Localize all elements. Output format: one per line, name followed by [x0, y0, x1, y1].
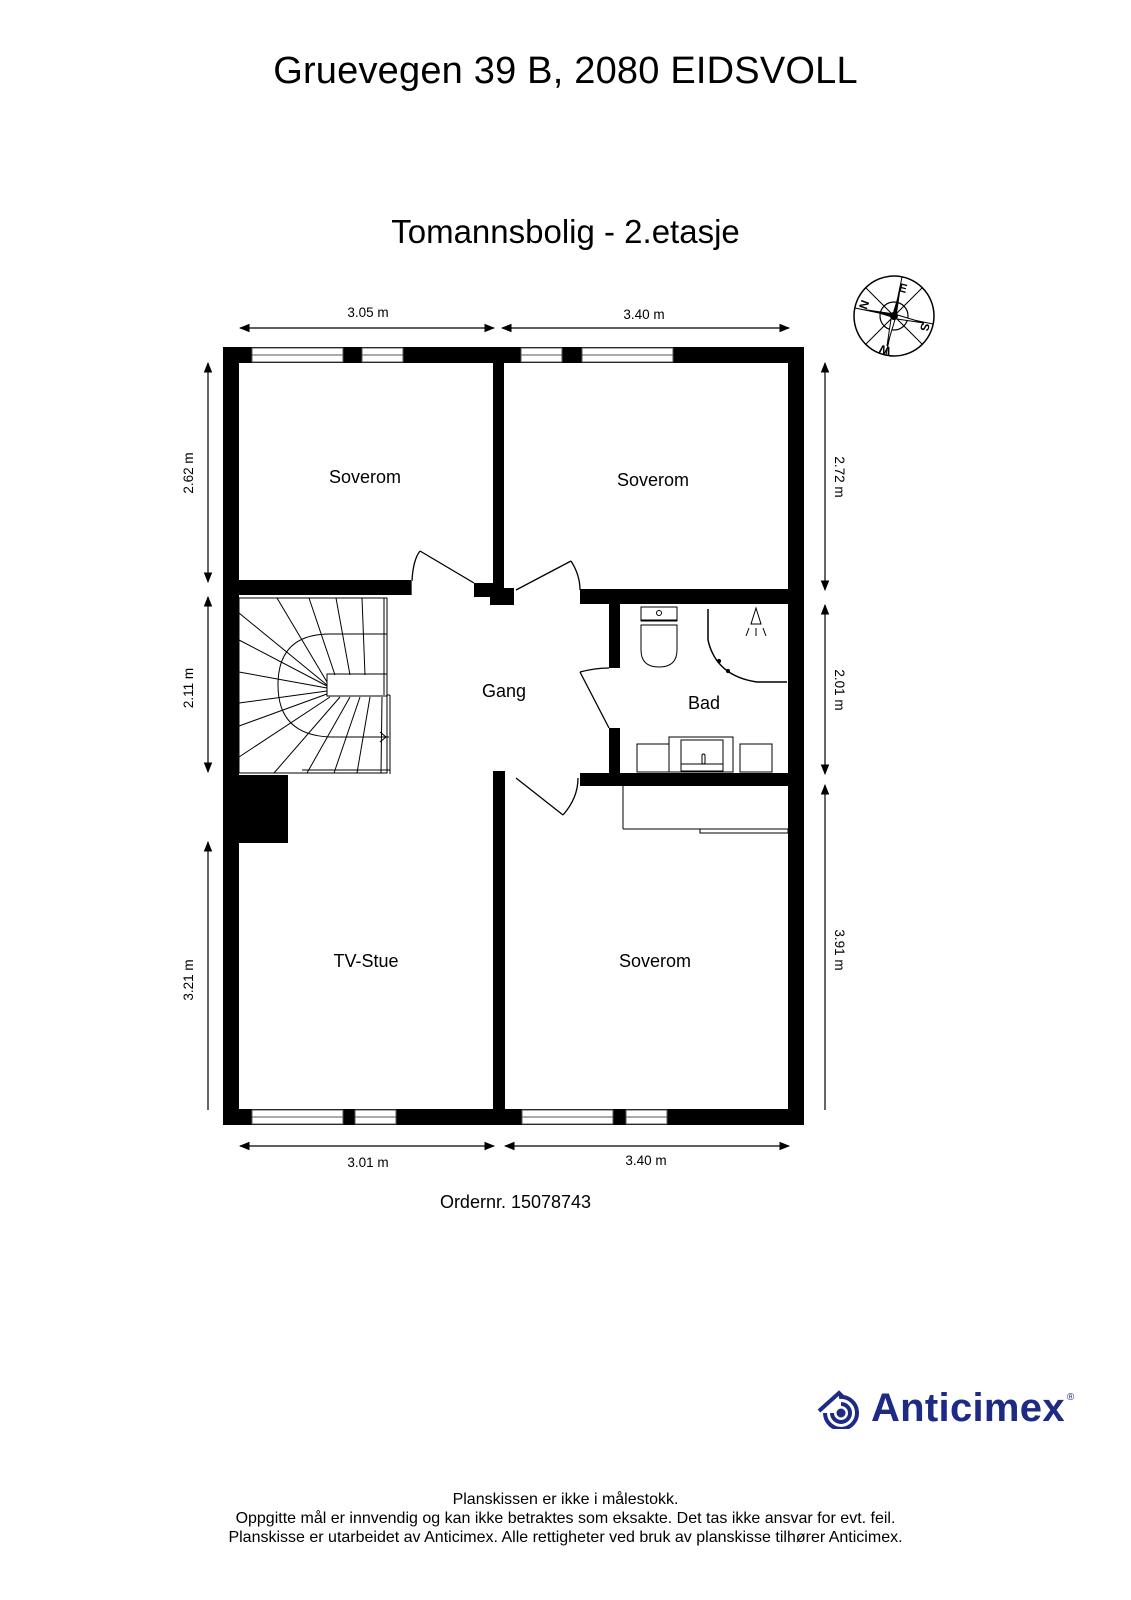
- dim-right-bottom: 3.91 m: [832, 929, 847, 970]
- windows: [251, 347, 674, 1125]
- room-label-hallway: Gang: [482, 681, 526, 701]
- disclaimer: Planskissen er ikke i målestokk. Oppgitt…: [0, 1490, 1131, 1547]
- dim-bottom-left: 3.01 m: [347, 1155, 388, 1170]
- plan-title: Tomannsbolig - 2.etasje: [391, 213, 740, 250]
- address-title: Gruevegen 39 B, 2080 EIDSVOLL: [273, 50, 858, 92]
- anticimex-logo-icon: [817, 1389, 859, 1429]
- shower-icon: [707, 606, 787, 683]
- disclaimer-line-2: Oppgitte mål er innvendig og kan ikke be…: [235, 1510, 896, 1527]
- registered-mark: ®: [1066, 1392, 1075, 1403]
- dim-left-bottom: 3.21 m: [181, 959, 196, 1000]
- dim-top-left: 3.05 m: [347, 305, 388, 320]
- svg-text:E: E: [897, 280, 908, 296]
- svg-text:W: W: [877, 341, 892, 358]
- anticimex-logo: Anticimex ®: [815, 1386, 1074, 1431]
- toilet-icon: [640, 606, 678, 668]
- walls: [223, 347, 804, 1125]
- bathroom-fixtures: [622, 606, 789, 834]
- compass-rose-icon: N E S W: [853, 275, 935, 358]
- dim-top-right: 3.40 m: [623, 307, 664, 322]
- room-label-tv-room: TV-Stue: [333, 951, 398, 971]
- doors: [410, 550, 610, 816]
- sink-icon: [636, 736, 773, 773]
- dim-right-top: 2.72 m: [832, 456, 847, 497]
- order-number: Ordernr. 15078743: [439, 1192, 592, 1212]
- dim-left-middle: 2.11 m: [181, 668, 196, 708]
- wardrobe: [622, 786, 789, 834]
- brand-name: Anticimex: [871, 1386, 1065, 1430]
- room-label-bedroom-bottom-right: Soverom: [619, 951, 691, 971]
- dimension-lines: [203, 323, 830, 1151]
- room-label-bedroom-top-right: Soverom: [617, 470, 689, 490]
- dim-bottom-right: 3.40 m: [625, 1153, 666, 1168]
- staircase: [238, 597, 391, 774]
- room-label-bedroom-top-left: Soverom: [329, 467, 401, 487]
- svg-text:S: S: [917, 321, 933, 332]
- room-label-bathroom: Bad: [688, 693, 720, 713]
- dim-right-middle: 2.01 m: [832, 669, 847, 710]
- dim-left-top: 2.62 m: [181, 452, 196, 493]
- disclaimer-line-3: Planskisse er utarbeidet av Anticimex. A…: [228, 1529, 903, 1546]
- disclaimer-line-1: Planskissen er ikke i målestokk.: [452, 1491, 679, 1508]
